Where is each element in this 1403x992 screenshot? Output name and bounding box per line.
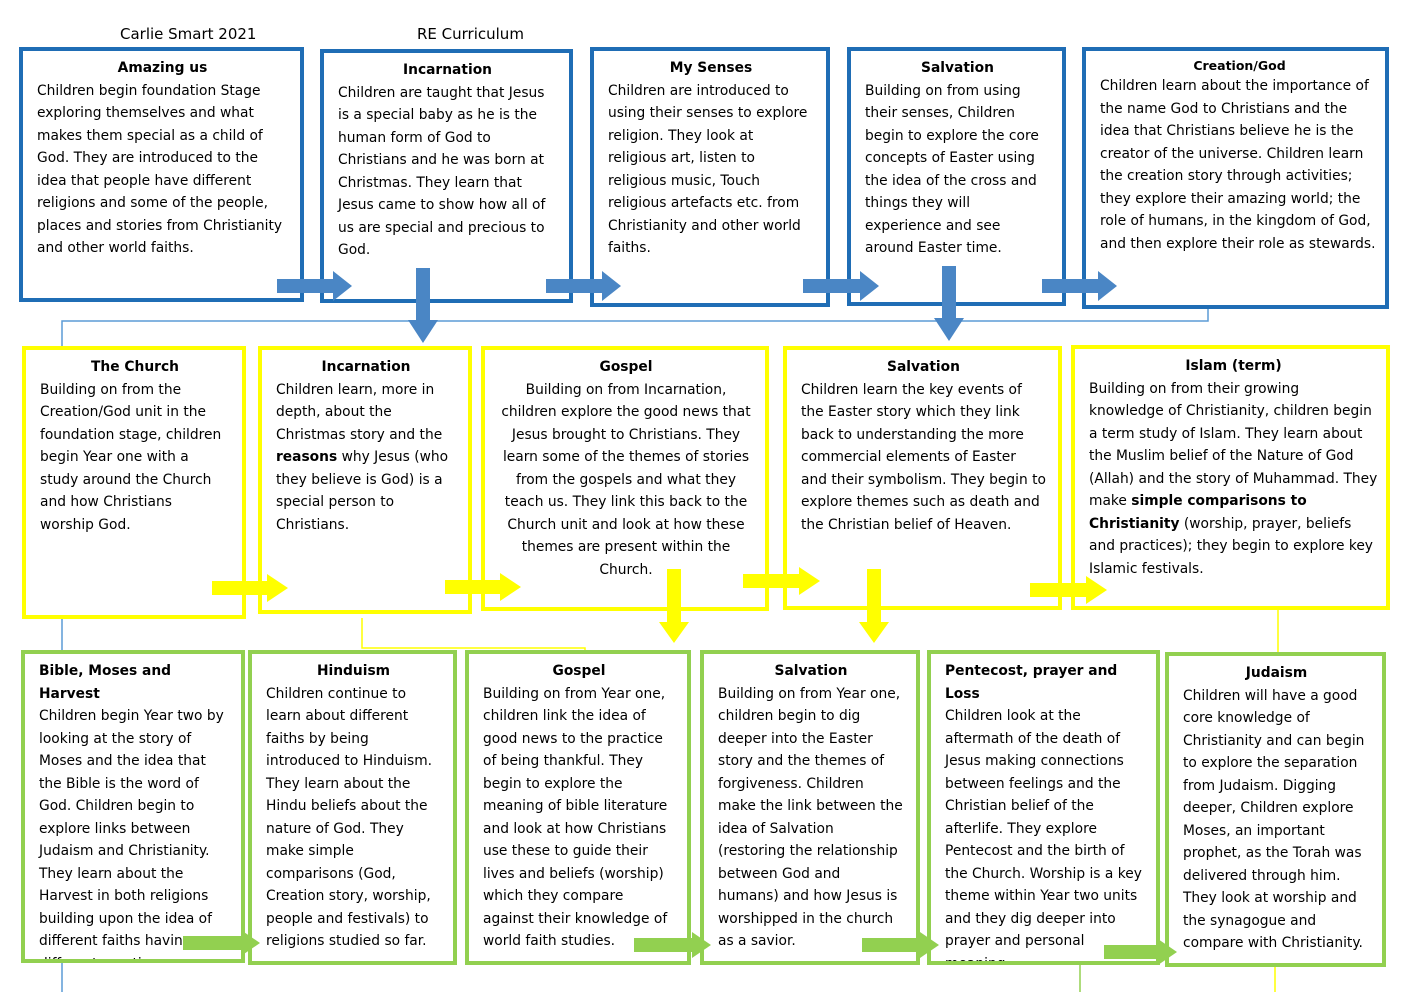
unit-title: Pentecost, prayer and Loss: [945, 663, 1118, 702]
emphasis-text: simple comparisons to Christianity: [1089, 493, 1307, 532]
curriculum-title: RE Curriculum: [417, 25, 524, 43]
unit-title: Salvation: [887, 359, 960, 375]
author-label: Carlie Smart 2021: [120, 25, 257, 43]
unit-title: Amazing us: [117, 60, 208, 76]
unit-description: Children learn about the importance of t…: [1100, 78, 1376, 252]
unit-salvation-y1: Salvation Children learn the key events …: [783, 346, 1062, 610]
unit-description: Children look at the aftermath of the de…: [945, 708, 1142, 965]
unit-description: Children are taught that Jesus is a spec…: [338, 84, 546, 259]
unit-gospel-y2: Gospel Building on from Year one, childr…: [465, 650, 691, 965]
unit-title: Salvation: [774, 663, 848, 679]
unit-description: Children learn the key events of the Eas…: [801, 381, 1046, 533]
unit-bible-moses-harvest: Bible, Moses and Harvest Children begin …: [21, 650, 245, 963]
unit-creation-god: Creation/God Children learn about the im…: [1082, 47, 1389, 309]
unit-description: Building on from their growing knowledge…: [1089, 380, 1378, 577]
unit-description: Children learn, more in depth, about the…: [276, 381, 449, 533]
unit-description: Building on from Year one, children link…: [483, 685, 668, 950]
unit-hinduism: Hinduism Children continue to learn abou…: [248, 650, 457, 965]
unit-title: Judaism: [1245, 665, 1308, 681]
unit-description: Building on from Incarnation, children e…: [501, 381, 751, 578]
unit-judaism: Judaism Children will have a good core k…: [1165, 652, 1386, 967]
unit-salvation-fs: Salvation Building on from using their s…: [847, 47, 1066, 306]
unit-incarnation-y1: Incarnation Children learn, more in dept…: [258, 346, 472, 614]
unit-gospel-y1: Gospel Building on from Incarnation, chi…: [481, 346, 769, 611]
unit-description: Children begin foundation Stage explorin…: [37, 82, 283, 257]
unit-title: Hinduism: [316, 663, 391, 679]
unit-title: Incarnation: [321, 359, 411, 375]
incarnation-gospel-line: [361, 618, 586, 653]
unit-my-senses: My Senses Children are introduced to usi…: [590, 47, 830, 307]
unit-description: Building on from the Creation/God unit i…: [40, 381, 222, 533]
unit-description: Building on from Year one, children begi…: [718, 685, 903, 950]
unit-title: Salvation: [921, 60, 994, 76]
unit-description: Children will have a good core knowledge…: [1183, 687, 1365, 952]
unit-salvation-y2: Salvation Building on from Year one, chi…: [700, 650, 920, 965]
emphasis-text: reasons: [276, 449, 338, 465]
unit-pentecost-prayer-loss: Pentecost, prayer and Loss Children look…: [927, 650, 1160, 965]
unit-incarnation-fs: Incarnation Children are taught that Jes…: [320, 49, 573, 303]
unit-title: Islam (term): [1185, 358, 1282, 374]
unit-amazing-us: Amazing us Children begin foundation Sta…: [19, 47, 304, 302]
unit-description: Children begin Year two by looking at th…: [39, 708, 224, 959]
unit-title: The Church: [91, 359, 179, 375]
unit-title: My Senses: [669, 60, 753, 76]
unit-title: Gospel: [552, 663, 606, 679]
unit-title: Creation/God: [1193, 58, 1286, 73]
unit-title: Bible, Moses and Harvest: [39, 663, 172, 702]
unit-islam: Islam (term) Building on from their grow…: [1071, 345, 1390, 610]
unit-title: Incarnation: [402, 62, 492, 78]
unit-the-church: The Church Building on from the Creation…: [22, 346, 246, 619]
unit-description: Children continue to learn about differe…: [266, 685, 433, 950]
unit-description: Children are introduced to using their s…: [608, 82, 808, 257]
unit-description: Building on from using their senses, Chi…: [865, 82, 1039, 257]
unit-title: Gospel: [599, 359, 653, 375]
